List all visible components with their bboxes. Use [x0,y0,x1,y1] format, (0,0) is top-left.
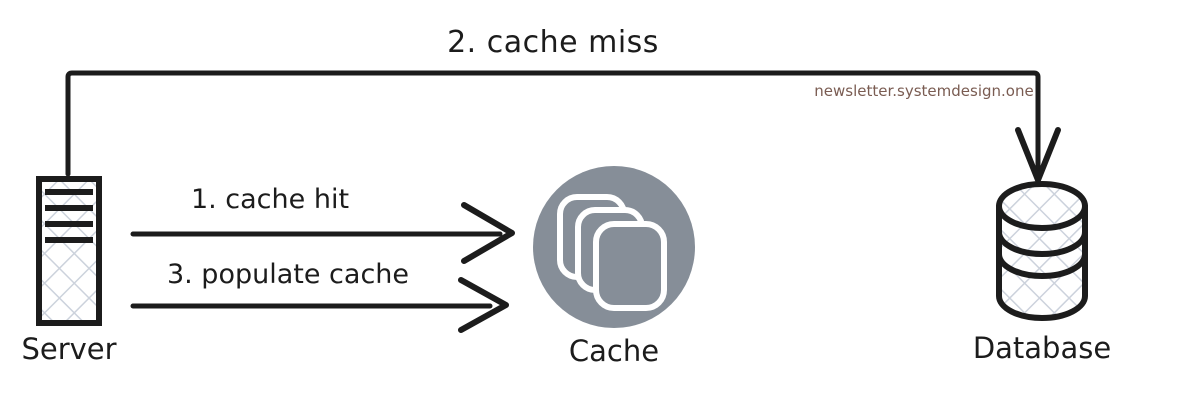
server-outline [36,176,102,326]
server-slots [45,189,93,243]
edge-cache-hit-arrowhead [461,202,515,264]
node-database[interactable] [996,181,1088,321]
node-server-label: Server [21,332,116,366]
server-body-hatch [39,179,99,323]
db-top-fill [999,184,1085,228]
edge-populate-cache-arrowhead [458,277,509,333]
edge-populate-cache-label: 3. populate cache [167,259,409,290]
db-top-ellipse [996,181,1088,231]
edge-populate-cache [130,277,509,333]
edge-cache-hit-label: 1. cache hit [191,184,349,215]
node-cache[interactable] [533,166,695,328]
edge-cache-miss [65,70,1061,183]
node-cache-label: Cache [569,334,659,368]
watermark: newsletter.systemdesign.one [814,82,1033,100]
db-band-2 [996,251,1088,279]
edge-cache-miss-arrowhead [1015,127,1061,183]
database-cylinder-icon [996,181,1088,321]
edge-cache-miss-label: 2. cache miss [447,25,659,60]
server-rack-icon [36,176,102,326]
edge-cache-miss-line [65,70,1041,181]
edge-cache-hit [130,202,515,264]
node-database-label: Database [973,331,1111,365]
node-server[interactable] [36,176,102,326]
stacked-cards-icon [533,166,695,328]
db-body-hatch [999,206,1085,318]
db-band-1 [996,229,1088,257]
cache-card-front [593,221,667,311]
db-body-outline [996,203,1088,321]
